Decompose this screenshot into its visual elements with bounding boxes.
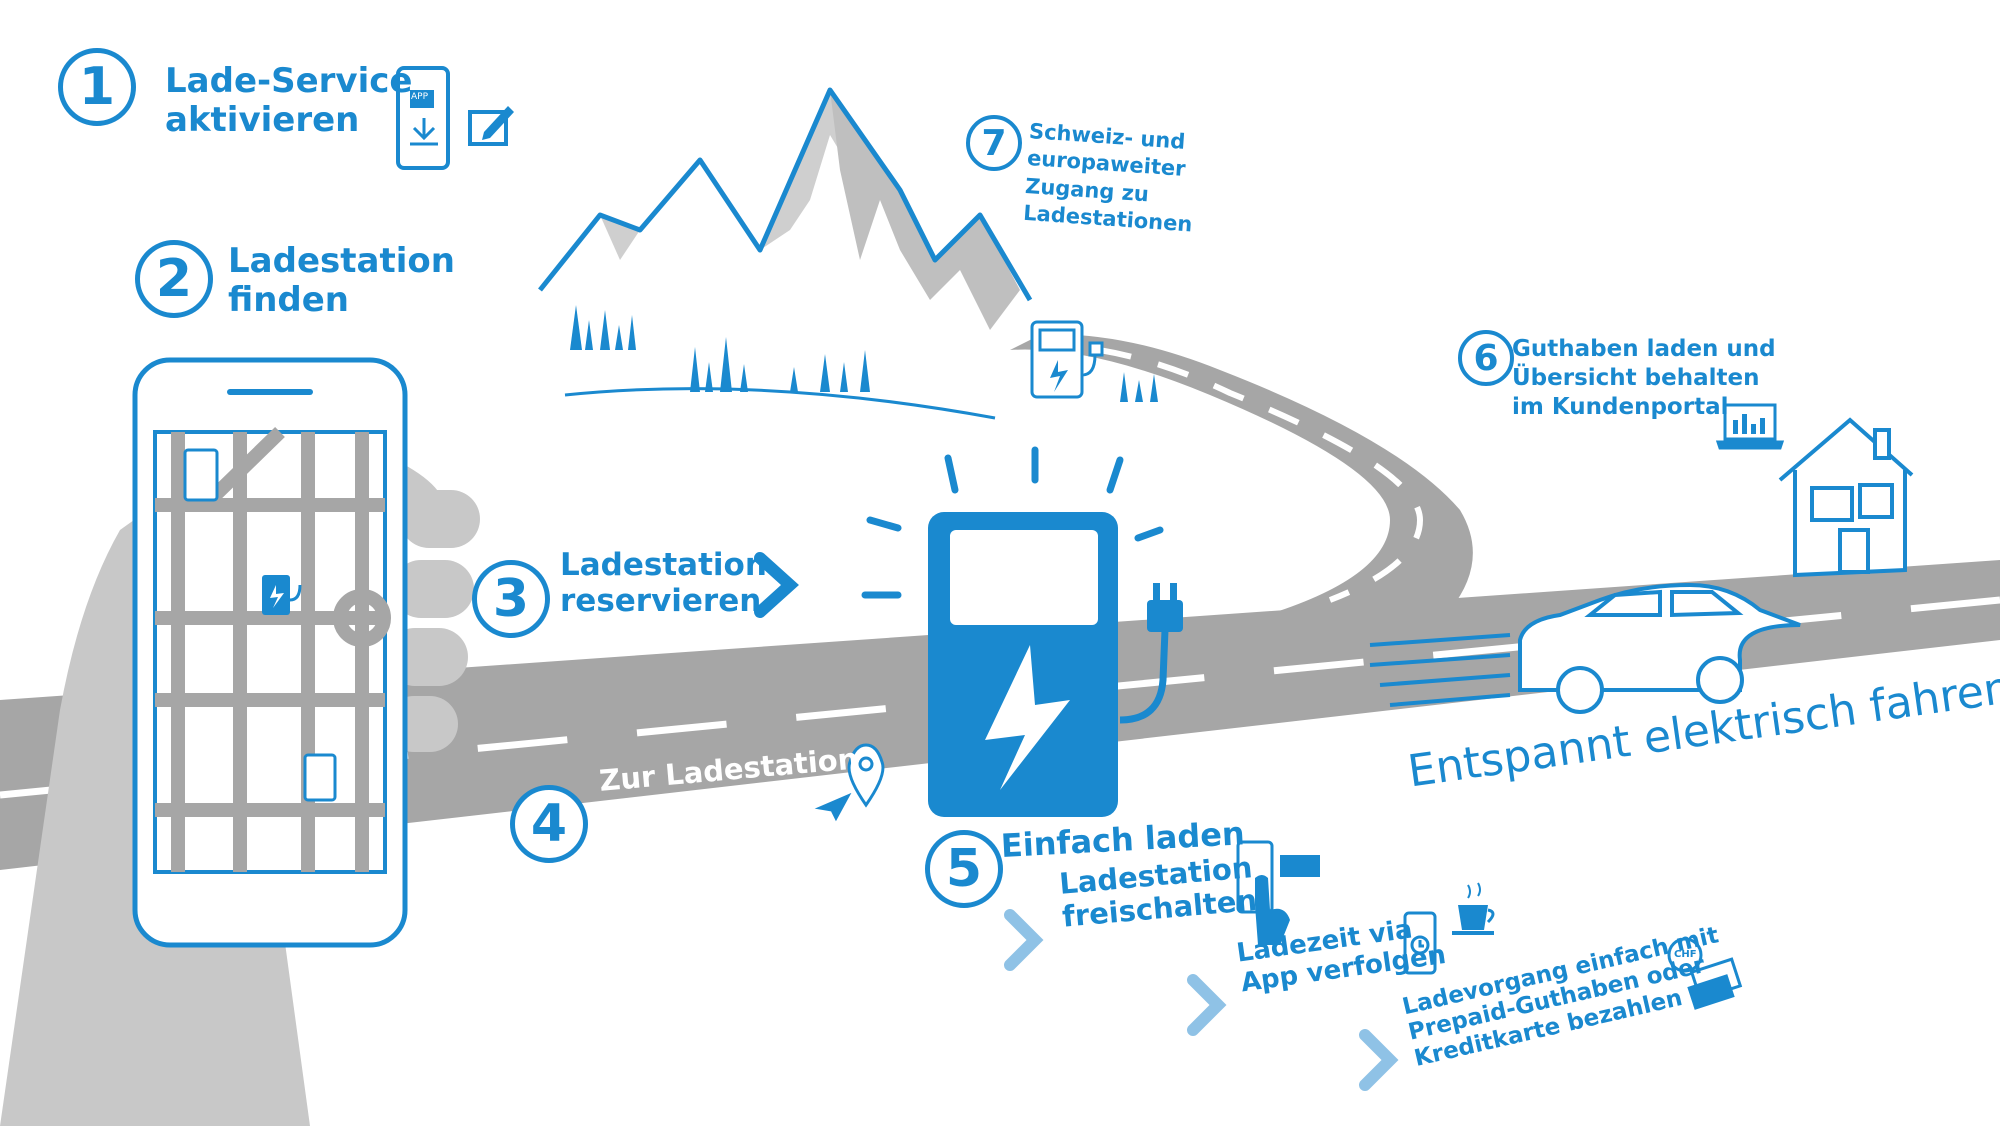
car-illustration	[1518, 582, 1801, 714]
phone-with-map	[132, 357, 408, 948]
step-4-number: 4	[510, 785, 588, 863]
chf-label: CHF	[1674, 949, 1697, 960]
step-3-number: 3	[472, 560, 550, 638]
house-icon	[1778, 417, 1914, 578]
step-1-number: 1	[58, 48, 136, 126]
location-pin-icon	[814, 743, 885, 822]
step-3-label: Ladestation reservieren	[560, 547, 767, 619]
chevron-sub-icon	[1004, 909, 1399, 1091]
phone-touch-icon	[1236, 840, 1320, 945]
step-6-number: 6	[1458, 330, 1514, 386]
step-2-number: 2	[135, 240, 213, 318]
chf-coin-and-card-icon	[1667, 937, 1743, 1010]
mountain-illustration	[538, 87, 1158, 420]
edit-icon	[468, 106, 514, 146]
app-download-phone-icon	[396, 66, 450, 170]
step-1-label: Lade-Service aktivieren	[165, 61, 413, 141]
step-7-label: Schweiz- und europaweiter Zugang zu Lade…	[1022, 118, 1194, 237]
phone-clock-icon	[1403, 911, 1437, 975]
step-2-label: Ladestation finden	[228, 241, 455, 321]
app-badge: APP	[411, 92, 429, 102]
step-7-number: 7	[966, 115, 1022, 171]
coffee-cup-icon	[1452, 882, 1495, 935]
speed-lines	[1369, 633, 1511, 707]
step-6-label: Guthaben laden und Übersicht behalten im…	[1512, 336, 1776, 420]
mountain-charging-station-icon	[1030, 320, 1104, 399]
chevron-right-icon	[754, 552, 799, 618]
step-5-number: 5	[925, 830, 1003, 908]
charging-station-icon	[861, 446, 1183, 817]
laptop-icon	[1715, 403, 1785, 450]
